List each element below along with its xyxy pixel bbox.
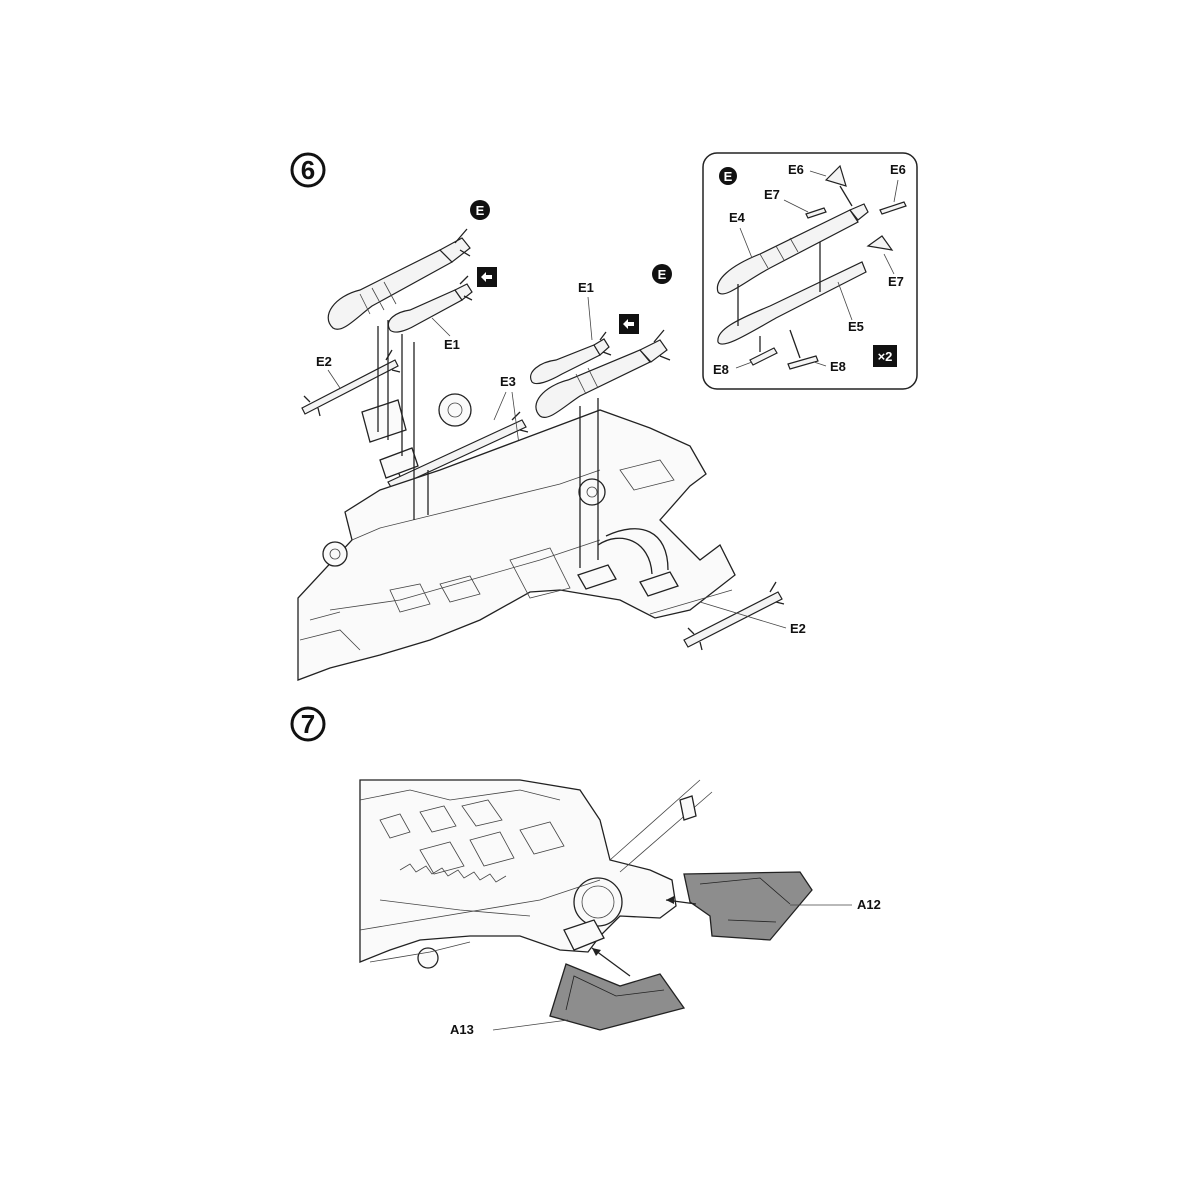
svg-text:E: E [724,169,733,184]
label-e3: E3 [500,374,516,389]
bomb-e1-right [530,331,612,385]
part-e6 [824,164,847,187]
part-e5 [717,261,867,345]
label-e7: E7 [888,274,904,289]
part-a12 [683,871,813,941]
label-e2: E2 [790,621,806,636]
missile-e2-left [301,349,401,417]
part-e8 [749,347,778,366]
arrowhead [666,896,674,904]
leader-line [809,170,827,177]
leader-line [837,281,853,321]
leader-line [735,361,753,369]
quantity-badge-icon: ×2 [873,345,897,367]
label-e7: E7 [764,187,780,202]
sprue-badge-icon: E [719,167,737,185]
aircraft-rear [359,779,713,969]
missile-e2-right [683,581,785,651]
leader-line [493,391,507,421]
label-e1: E1 [444,337,460,352]
label-a13: A13 [450,1022,474,1037]
assembly-arrows-right [579,398,669,575]
assembly-arrow [839,185,853,207]
label-e8: E8 [830,359,846,374]
detail-box-e: E E4 E5 E6 E6 E7 E7 [702,152,918,390]
sprue-badge-icon: E [470,200,490,220]
leader-line [327,369,341,389]
part-e6 [879,201,907,215]
assembly-arrow [789,329,801,359]
part-e7 [805,207,827,219]
svg-text:×2: ×2 [878,349,893,364]
sprue-badge-icon: E [652,264,672,284]
aircraft-underside [297,393,736,681]
rotate-view-icon [619,314,639,334]
label-e5: E5 [848,319,864,334]
label-e6: E6 [788,162,804,177]
step-7: 7 A12 [290,706,881,1037]
step-6: 6 E E [290,152,806,681]
step-number-icon: 6 [290,152,326,188]
part-e7 [866,235,894,251]
svg-text:E: E [476,203,485,218]
leader-line [587,296,593,341]
leader-line [649,589,733,615]
label-e4: E4 [729,210,746,225]
leader-line [699,601,787,629]
leader-line [492,1019,569,1031]
rotate-view-icon [477,267,497,287]
leader-line [893,179,899,203]
svg-text:E: E [658,267,667,282]
bomb-e1-left [387,275,473,333]
leader-line [431,317,451,337]
part-a13 [549,963,686,1031]
label-e2: E2 [316,354,332,369]
step-number-icon: 7 [290,706,326,742]
arrowhead [592,948,601,956]
label-a12: A12 [857,897,881,912]
svg-text:7: 7 [301,709,315,739]
part-e8 [787,355,819,370]
label-e6: E6 [890,162,906,177]
leader-line [883,253,895,275]
label-e1: E1 [578,280,594,295]
label-e8: E8 [713,362,729,377]
part-e4 [716,203,869,295]
assembly-arrows-left [377,320,429,520]
bomb-assembly-left [327,228,471,330]
svg-text:6: 6 [301,155,315,185]
leader-line [783,199,809,213]
leader-line [739,227,753,259]
leader-line [813,361,827,367]
bomb-assembly-right [535,329,671,418]
